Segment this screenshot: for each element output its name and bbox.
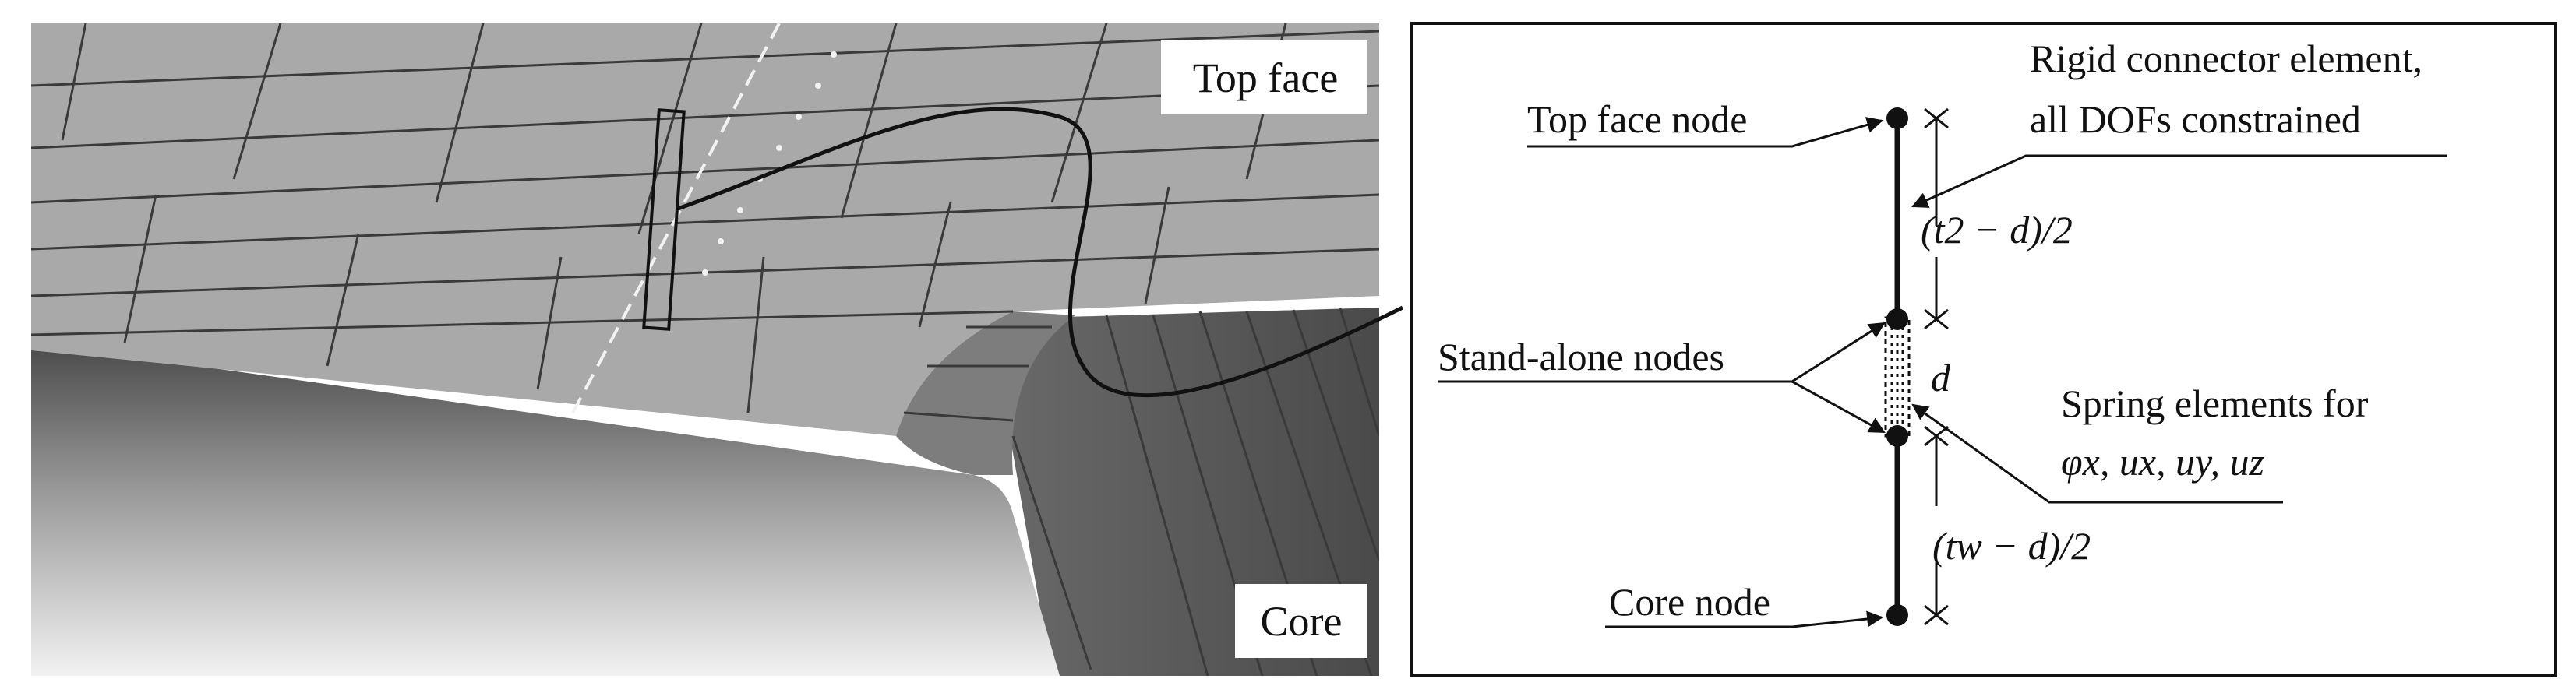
stand-alone-node-upper: [1886, 308, 1908, 330]
core-region: [31, 343, 1060, 676]
d-dimension-label: d: [1931, 356, 1951, 399]
core-node-dot: [1886, 604, 1908, 626]
top-face-node-label: Top face node: [1527, 97, 1747, 141]
top-face-label-box: [1161, 40, 1367, 114]
spring-hatch: [1890, 319, 1904, 434]
node-dash-line: [567, 23, 781, 421]
core-label: Core: [1261, 598, 1343, 645]
core-node-label: Core node: [1609, 580, 1770, 624]
web-region: [990, 308, 1379, 676]
top-face-node-dot: [1886, 107, 1908, 129]
leader-lines: [1438, 117, 2447, 628]
top-face-label: Top face: [1193, 55, 1339, 101]
fe-mesh-view: Top face Core: [31, 23, 1379, 676]
spring-elements-label-line2: φx, ux, uy, uz: [2061, 440, 2264, 484]
tw-dimension-label: (tw − d)/2: [1932, 524, 2091, 568]
stand-alone-nodes-label: Stand-alone nodes: [1438, 335, 1724, 378]
schematic-frame: [1410, 22, 2557, 677]
t2-dimension-label: (t2 − d)/2: [1921, 208, 2073, 252]
zoom-leader-line: [677, 107, 1404, 398]
rigid-connector-label-line2: all DOFs constrained: [2030, 97, 2361, 141]
core-label-box: [1235, 584, 1367, 658]
top-face-plate: [31, 23, 1379, 436]
connector-schematic: Top face node Rigid connector element, a…: [1410, 22, 2557, 677]
dimension-ticks: [1924, 107, 1949, 626]
rigid-connector-label-line1: Rigid connector element,: [2030, 37, 2422, 80]
stand-alone-node-lower: [1886, 425, 1908, 447]
zoom-box: [642, 108, 686, 331]
fillet-region: [896, 311, 1075, 475]
spring-elements-label-line1: Spring elements for: [2061, 382, 2369, 425]
